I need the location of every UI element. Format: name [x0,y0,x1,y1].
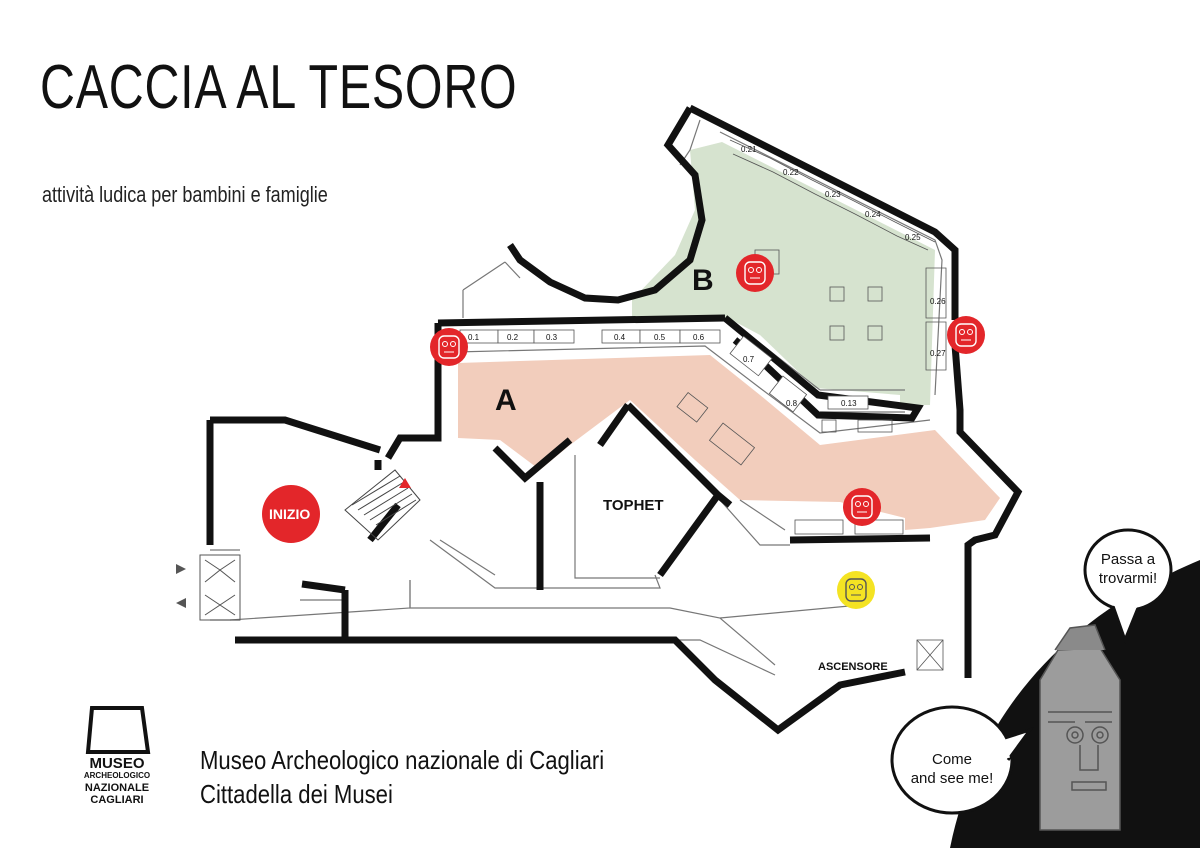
speech-english-line2: and see me! [910,770,994,787]
start-label: INIZIO [269,506,310,522]
logo-word-archeologico: ARCHEOLOGICO [83,771,151,780]
statue-head-icon [1039,624,1121,831]
treasure-marker-3[interactable] [947,316,985,354]
treasure-marker-4[interactable] [843,488,881,526]
treasure-marker-yellow[interactable] [837,571,875,609]
exit-arrow-icon [176,598,186,608]
room-0.27-label: 0.27 [930,349,946,358]
museum-logo-text: MUSEO ARCHEOLOGICO NAZIONALE CAGLIARI [82,755,152,806]
entrance-arrow-icon [176,564,186,574]
page-subtitle: attività ludica per bambini e famiglie [42,182,328,207]
museum-name-line2: Cittadella dei Musei [200,779,393,809]
room-a-letter: A [495,384,517,417]
room-0.3-label: 0.3 [546,333,558,342]
room-0.24-label: 0.24 [865,210,881,219]
room-b-letter: B [692,264,714,297]
room-a-area[interactable] [458,355,1000,530]
tophet-label: TOPHET [603,497,664,514]
room-0.1-label: 0.1 [468,333,480,342]
speech-italian-line1: Passa a [1100,551,1156,568]
room-0.6-label: 0.6 [693,333,705,342]
treasure-marker-2[interactable] [736,254,774,292]
room-0.4-label: 0.4 [614,333,626,342]
room-0.25-label: 0.25 [905,233,921,242]
page-title: CACCIA AL TESORO [40,53,518,122]
stair-up-arrow-icon [399,478,411,488]
room-0.7-label: 0.7 [743,355,755,364]
speech-italian-line2: trovarmi! [1098,570,1158,587]
elevator-label: ASCENSORE [818,661,888,673]
room-0.23-label: 0.23 [825,190,841,199]
room-0.8-label: 0.8 [786,399,798,408]
speech-bubble-english [890,705,1034,815]
room-0.22-label: 0.22 [783,168,799,177]
start-marker[interactable]: INIZIO [262,485,320,543]
museum-logo-icon [85,706,151,754]
speech-bubble-italian [1083,528,1173,645]
treasure-marker-1[interactable] [430,328,468,366]
room-0.2-label: 0.2 [507,333,519,342]
logo-word-nazionale: NAZIONALE [84,782,150,794]
museum-name-block: Museo Archeologico nazionale di Cagliari… [200,743,604,811]
room-0.13-label: 0.13 [841,399,857,408]
room-0.21-label: 0.21 [741,145,757,154]
room-b-area[interactable] [632,142,935,405]
room-0.5-label: 0.5 [654,333,666,342]
room-0.26-label: 0.26 [930,297,946,306]
logo-word-museo: MUSEO [89,755,145,772]
speech-english-line1: Come [931,751,972,768]
museum-name-line1: Museo Archeologico nazionale di Cagliari [200,745,605,775]
logo-word-cagliari: CAGLIARI [90,794,144,806]
